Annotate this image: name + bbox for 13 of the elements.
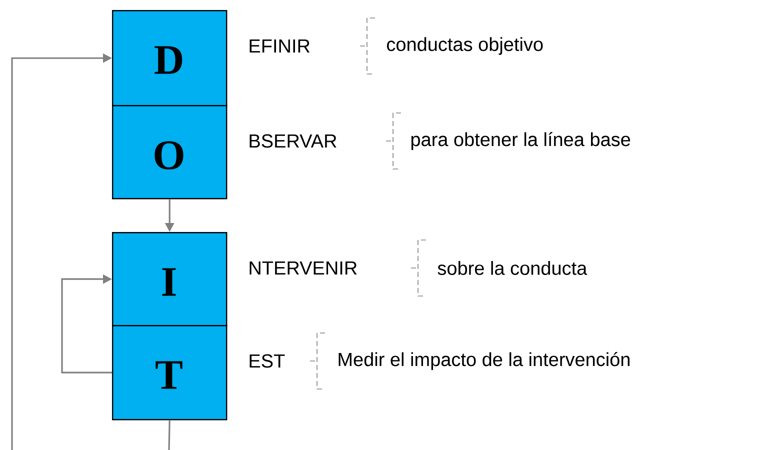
letter-box: O [112,105,228,200]
description-text: sobre la conducta [438,261,588,275]
letter-box: T [112,325,228,420]
letter-box: I [112,232,228,326]
letter-box: D [112,10,228,106]
description-text: conductas objetivo [387,37,543,55]
description-text: Medir el impacto de la intervención [338,352,630,370]
step-word: EFINIR [250,39,310,53]
step-word: EST [250,354,285,368]
step-word: BSERVAR [250,134,336,148]
arrow [61,274,112,374]
description-text: para obtener la línea base [411,132,630,150]
step-word: NTERVENIR [250,261,357,275]
